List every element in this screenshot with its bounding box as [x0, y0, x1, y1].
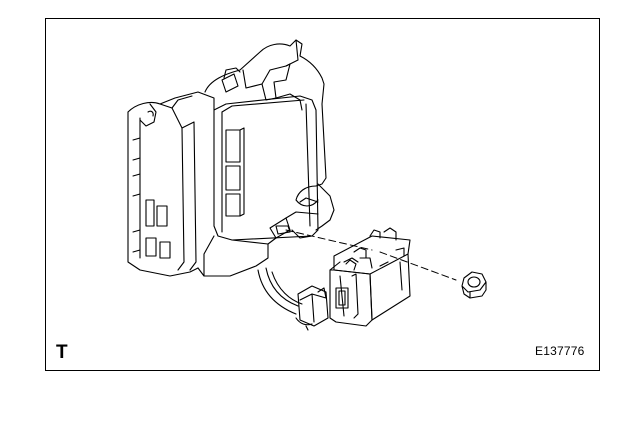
corner-mark: T [56, 342, 68, 363]
junction-block-outline [127, 39, 335, 277]
figure-code: E137776 [535, 344, 585, 358]
hex-nut-outline [461, 271, 487, 299]
figure-frame [45, 18, 600, 371]
relay-box-outline [329, 227, 411, 327]
bolt-stud [275, 225, 291, 235]
assembly-guide-line [285, 229, 457, 281]
connector-outline [257, 267, 329, 331]
